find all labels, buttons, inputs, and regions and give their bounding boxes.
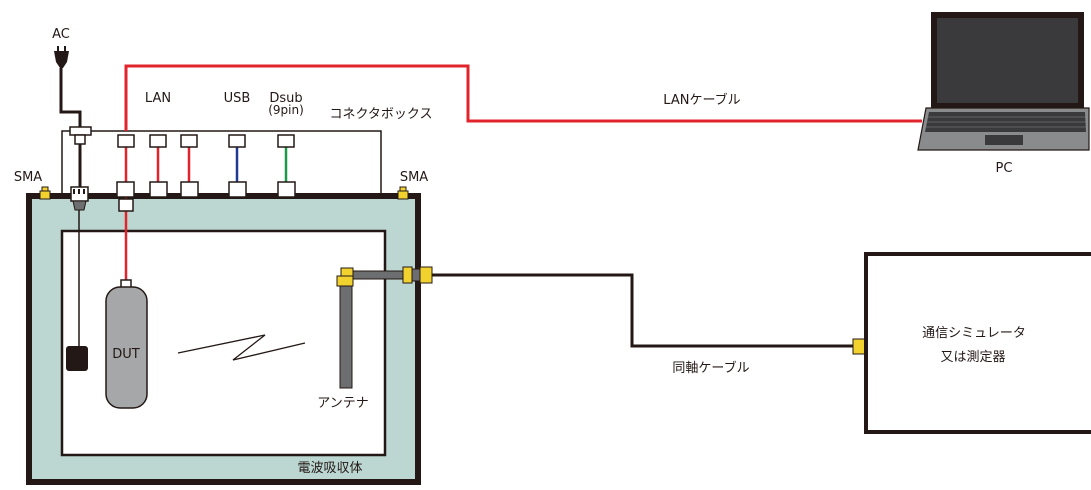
simulator-box xyxy=(864,252,1091,434)
lan-cable-to-pc xyxy=(124,64,922,131)
connector-cables xyxy=(124,64,922,282)
zigzag-signal-icon xyxy=(177,334,306,361)
antenna xyxy=(336,266,433,389)
lan-label: LAN xyxy=(145,91,171,106)
absorber-label: 電波吸収体 xyxy=(297,461,362,476)
antenna-label: アンテナ xyxy=(317,396,368,411)
dsub-label: Dsub xyxy=(269,91,302,106)
shield-box xyxy=(26,193,421,485)
coax-cable-label: 同軸ケーブル xyxy=(672,360,749,376)
sma-connector-left xyxy=(39,186,51,200)
dut-device xyxy=(105,279,148,409)
sma-right-label: SMA xyxy=(400,170,428,185)
simulator-label-line2: 又は測定器 xyxy=(940,350,1005,365)
lan-cable-label: LANケーブル xyxy=(663,92,740,108)
plug-icon xyxy=(54,46,69,68)
dsub-pin-label: (9pin) xyxy=(268,103,304,117)
simulator-label-line1: 通信シミュレータ xyxy=(922,326,1026,341)
power-outlet-wall xyxy=(70,186,89,211)
coaxial-cable xyxy=(432,273,855,348)
laptop-icon xyxy=(917,12,1090,151)
connector-box-label: コネクタボックス xyxy=(329,107,432,122)
pc-label: PC xyxy=(996,161,1013,176)
dut-label: DUT xyxy=(112,347,140,362)
sma-connector-right xyxy=(397,186,409,200)
power-adapter xyxy=(66,346,88,371)
usb-label: USB xyxy=(224,91,251,106)
connector-box xyxy=(61,130,382,196)
ac-label: AC xyxy=(52,27,70,42)
sma-left-label: SMA xyxy=(14,170,42,185)
power-outlet-top xyxy=(69,126,92,145)
bottom-ports xyxy=(116,181,296,212)
top-ports xyxy=(117,134,295,148)
diagram-labels: AC LAN USB Dsub (9pin) コネクタボックス LANケーブル … xyxy=(14,27,1026,476)
